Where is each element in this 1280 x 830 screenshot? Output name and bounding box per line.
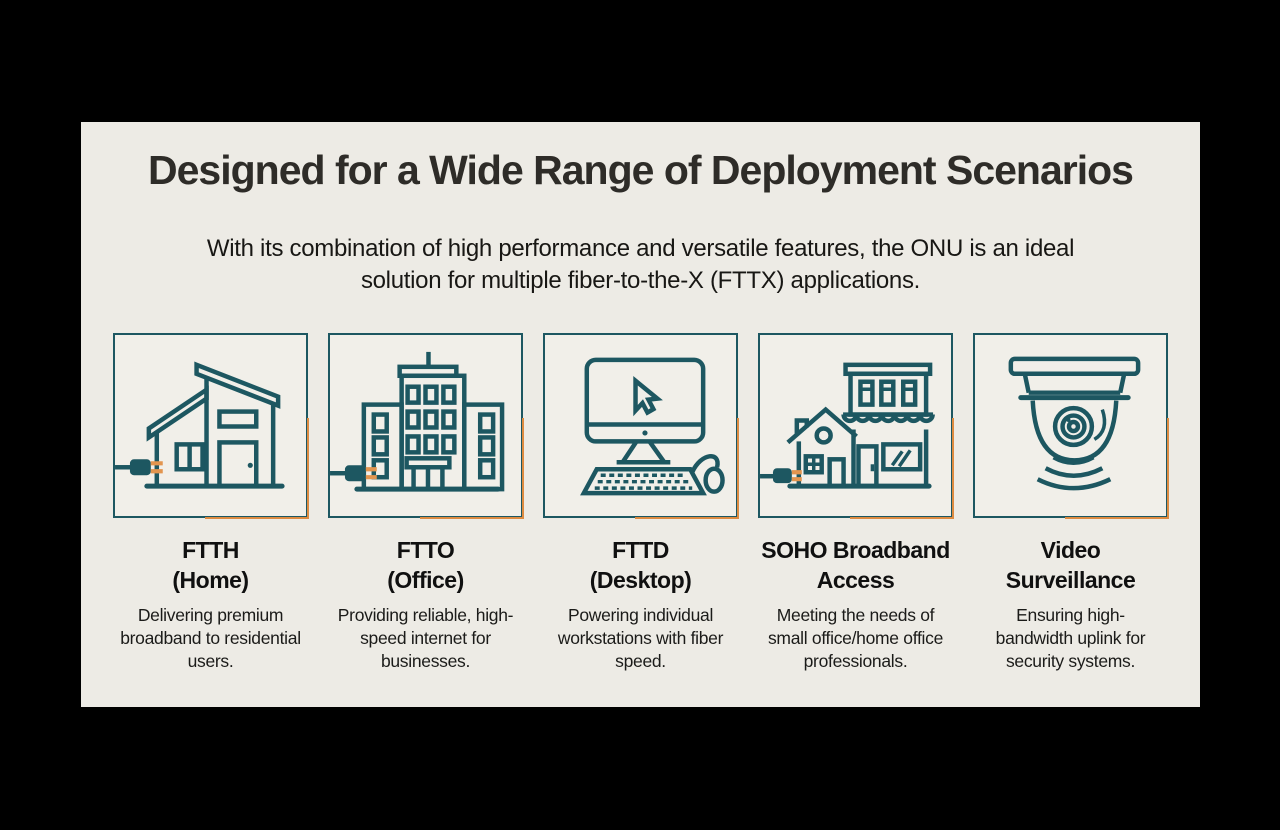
video-icon-frame [973, 333, 1169, 519]
page-title: Designed for a Wide Range of Deployment … [148, 147, 1134, 193]
card-title: FTTD (Desktop) [589, 537, 692, 593]
ftth-icon-frame [113, 333, 309, 519]
surveillance-camera-icon [1008, 356, 1141, 491]
modern-house-icon [115, 361, 285, 489]
slide: Designed for a Wide Range of Deployment … [81, 122, 1200, 707]
card-title: FTTH (Home) [172, 537, 249, 593]
card-title: SOHO Broadband Access [761, 537, 950, 593]
card-description: Powering individual workstations with fi… [557, 605, 724, 671]
card-soho: SOHO Broadband Access Meeting the needs … [758, 333, 954, 673]
card-fttd: FTTD (Desktop) Powering individual works… [543, 333, 739, 673]
card-ftto: FTTO (Office) Providing reliable, high-s… [328, 333, 524, 673]
ftto-icon-frame [328, 333, 524, 519]
scenario-cards-row: FTTH (Home) Delivering premium broadband… [81, 333, 1200, 673]
subtitle: With its combination of high performance… [206, 235, 1075, 294]
fttd-icon-frame [543, 333, 739, 519]
shop-and-home-icon [760, 362, 935, 489]
card-description: Ensuring high-bandwidth uplink for secur… [995, 605, 1146, 671]
soho-icon-frame [758, 333, 954, 519]
office-building-icon [330, 351, 505, 492]
card-title: FTTO (Office) [387, 537, 464, 593]
card-description: Providing reliable, high-speed internet … [337, 605, 514, 671]
desktop-computer-icon [580, 357, 725, 496]
card-ftth: FTTH (Home) Delivering premium broadband… [113, 333, 309, 673]
card-title: Video Surveillance [1005, 537, 1136, 593]
card-description: Meeting the needs of small office/home o… [767, 605, 944, 671]
card-video-surveillance: Video Surveillance Ensuring high-bandwid… [973, 333, 1169, 673]
card-description: Delivering premium broadband to resident… [120, 605, 301, 671]
